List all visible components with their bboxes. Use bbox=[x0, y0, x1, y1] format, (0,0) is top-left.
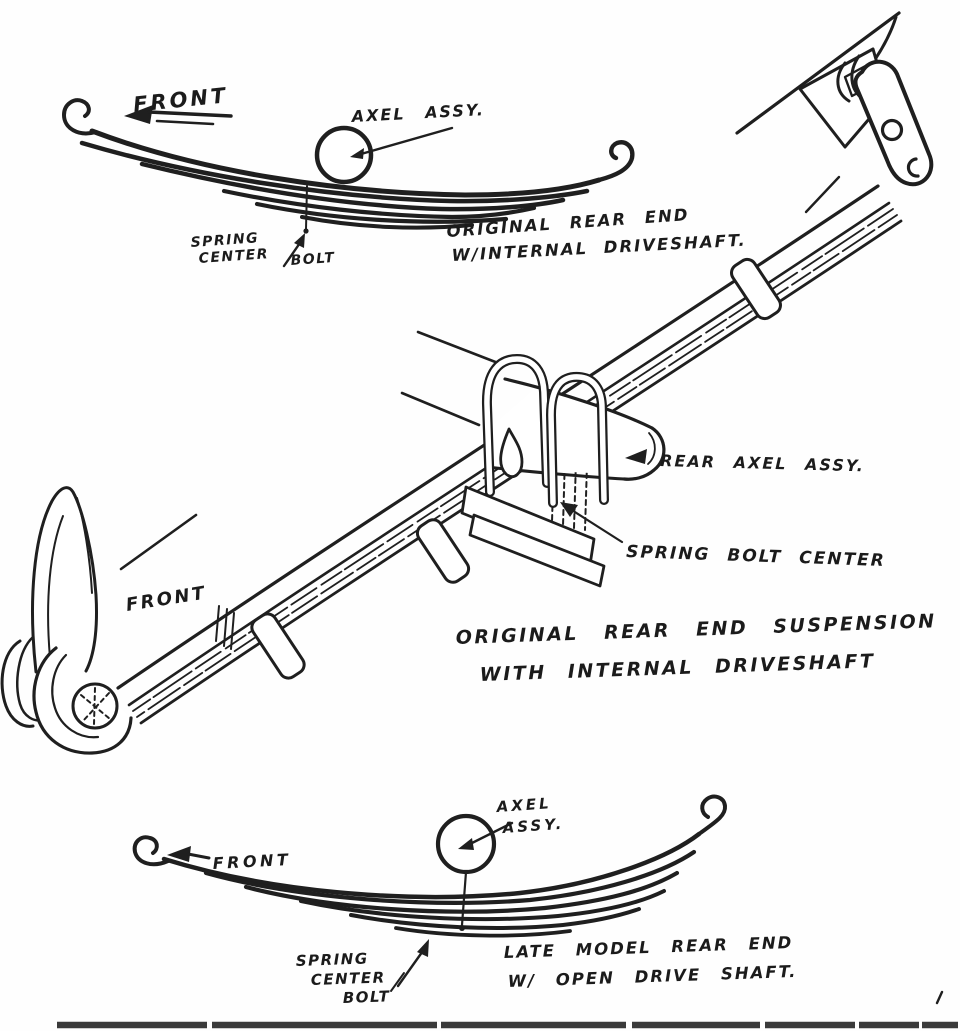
axle-leader-line bbox=[352, 126, 454, 158]
shackle-lower-bolt bbox=[906, 157, 920, 178]
leaf-3 bbox=[139, 161, 566, 212]
spring-bolt-label-line2: CENTER bbox=[198, 246, 269, 267]
middle-diagram: REAR AXEL ASSY. SPRING BOLT CENTER FRONT… bbox=[0, 11, 937, 755]
spring-center-bolt-line bbox=[460, 870, 468, 927]
leaf-3 bbox=[243, 870, 680, 914]
axle-leader-arrow-icon bbox=[350, 148, 364, 159]
axle-label-line2: ASSY. bbox=[501, 815, 565, 837]
axle-leader-line bbox=[466, 821, 514, 847]
hanger-hatch-2 bbox=[223, 608, 228, 647]
bushing-spoke-2 bbox=[82, 692, 110, 722]
hanger-blade-edge-line bbox=[76, 497, 93, 594]
axle-tube-body bbox=[490, 386, 658, 476]
spring-clamp-front bbox=[250, 612, 306, 680]
spring-bolt-arrow-icon bbox=[560, 502, 578, 517]
shackle-bolt-hole bbox=[880, 118, 904, 142]
seat-plate-lower bbox=[468, 513, 606, 588]
top-diagram: FRONT AXEL ASSY. SPRING CENTER BOLT ORIG… bbox=[62, 83, 747, 269]
frame-rail-line bbox=[735, 11, 901, 135]
bottom-diagram: AXEL ASSY. FRONT SPRING CENTER BOLT LATE… bbox=[132, 794, 798, 1007]
leaf-spring-side-view bbox=[62, 98, 635, 234]
spring-rear-eye bbox=[596, 140, 635, 183]
axle-tube-top-edge bbox=[503, 377, 654, 430]
front-label: FRONT bbox=[124, 582, 208, 615]
rear-axle-tube bbox=[485, 377, 666, 481]
scan-speck bbox=[935, 990, 944, 1005]
spring-bolt-center-label: SPRING BOLT CENTER bbox=[626, 542, 886, 571]
leaf-4 bbox=[299, 889, 666, 922]
leaf-4 bbox=[221, 188, 537, 220]
u-bolt-left-core bbox=[484, 356, 550, 495]
sketch-line-3 bbox=[119, 513, 198, 571]
hanger-hatch-1 bbox=[215, 605, 220, 642]
axle-label: AXEL ASSY. bbox=[349, 100, 485, 126]
hanger-curl-outer bbox=[0, 639, 35, 728]
front-hanger bbox=[0, 486, 235, 755]
spring-bolt-label-line1: SPRING bbox=[190, 230, 259, 251]
bottom-caption-line2: W/ OPEN DRIVE SHAFT. bbox=[507, 962, 797, 991]
spring-bolt-arrow-tail-2 bbox=[390, 972, 405, 992]
spring-bolt-label-line3: BOLT bbox=[290, 250, 336, 269]
hanger-blade bbox=[31, 486, 98, 674]
leaf-2 bbox=[79, 140, 590, 204]
sketch-line-1 bbox=[416, 330, 500, 365]
bushing-spoke-3 bbox=[93, 687, 96, 725]
spring-clamp-middle bbox=[415, 518, 471, 584]
leaf-5 bbox=[254, 201, 509, 224]
front-arrow-tail bbox=[147, 110, 233, 118]
front-arrow-tail-2 bbox=[155, 119, 215, 126]
middle-caption-line1: ORIGINAL REAR END SUSPENSION bbox=[455, 610, 937, 649]
bump-stop-teardrop bbox=[499, 427, 524, 479]
rear-axle-arrow-icon bbox=[625, 449, 647, 464]
axle-label-line1: AXEL bbox=[495, 794, 552, 816]
front-arrow-icon bbox=[124, 105, 153, 124]
spring-bolt-label-line3: BOLT bbox=[343, 987, 391, 1007]
axle-tube-end-inner bbox=[647, 432, 656, 465]
spring-bolt-arrow-icon bbox=[294, 233, 305, 248]
leaf-2 bbox=[203, 849, 697, 905]
spring-bolt-leader bbox=[565, 505, 624, 544]
front-arrow-tail bbox=[186, 852, 211, 860]
front-arrow-icon bbox=[167, 846, 191, 862]
leaf-spring-side-view bbox=[132, 794, 727, 938]
spring-clamp-rear bbox=[730, 257, 782, 321]
spring-bottom-edge bbox=[139, 219, 903, 725]
spring-bolt-label-line2: CENTER bbox=[311, 968, 386, 989]
rear-shackle-assembly bbox=[735, 11, 934, 214]
leaf-6 bbox=[394, 926, 572, 938]
bracket-ear-1 bbox=[836, 61, 851, 103]
hanger-curl-inner bbox=[16, 635, 45, 722]
spring-front-eye bbox=[62, 98, 98, 136]
main-leaf bbox=[89, 128, 602, 198]
middle-caption-line2: WITH INTERNAL DRIVESHAFT bbox=[479, 650, 875, 686]
spring-leaf-line-2 bbox=[136, 214, 898, 718]
spring-center-bolt-head bbox=[303, 228, 309, 234]
hanger-blade-inner-line bbox=[47, 515, 64, 659]
hanger-hatch-3 bbox=[230, 612, 235, 650]
axle-tube-end-cap bbox=[622, 426, 666, 481]
spring-center-bolt-line bbox=[305, 185, 308, 230]
spring-bolt-arrow-tail bbox=[396, 946, 427, 988]
sketch-line-2 bbox=[400, 391, 481, 427]
spring-bolt-arrow-icon bbox=[417, 939, 429, 957]
axle-circle bbox=[314, 125, 374, 185]
leaf-5 bbox=[349, 907, 641, 930]
scan-artifacts bbox=[57, 990, 958, 1029]
u-bolts bbox=[481, 354, 609, 508]
rear-axle-label: REAR AXEL ASSY. bbox=[660, 451, 865, 475]
front-label: FRONT bbox=[212, 850, 292, 873]
main-leaf bbox=[161, 831, 702, 900]
frame-sketch-stroke bbox=[804, 175, 841, 214]
spring-front-eye bbox=[132, 835, 170, 867]
bottom-caption-line1: LATE MODEL REAR END bbox=[503, 933, 793, 962]
spring-bolt-label-line1: SPRING bbox=[296, 949, 369, 970]
spring-seat-plates bbox=[460, 485, 606, 588]
u-bolt-right-core bbox=[548, 374, 607, 506]
axle-leader-arrow-icon bbox=[458, 838, 474, 850]
spring-rear-eye bbox=[697, 794, 727, 836]
hanger-boss-inner bbox=[51, 653, 100, 739]
spring-center-bolt-head bbox=[459, 925, 465, 931]
shackle-side-plate bbox=[853, 59, 934, 187]
leaf-6 bbox=[300, 215, 474, 230]
